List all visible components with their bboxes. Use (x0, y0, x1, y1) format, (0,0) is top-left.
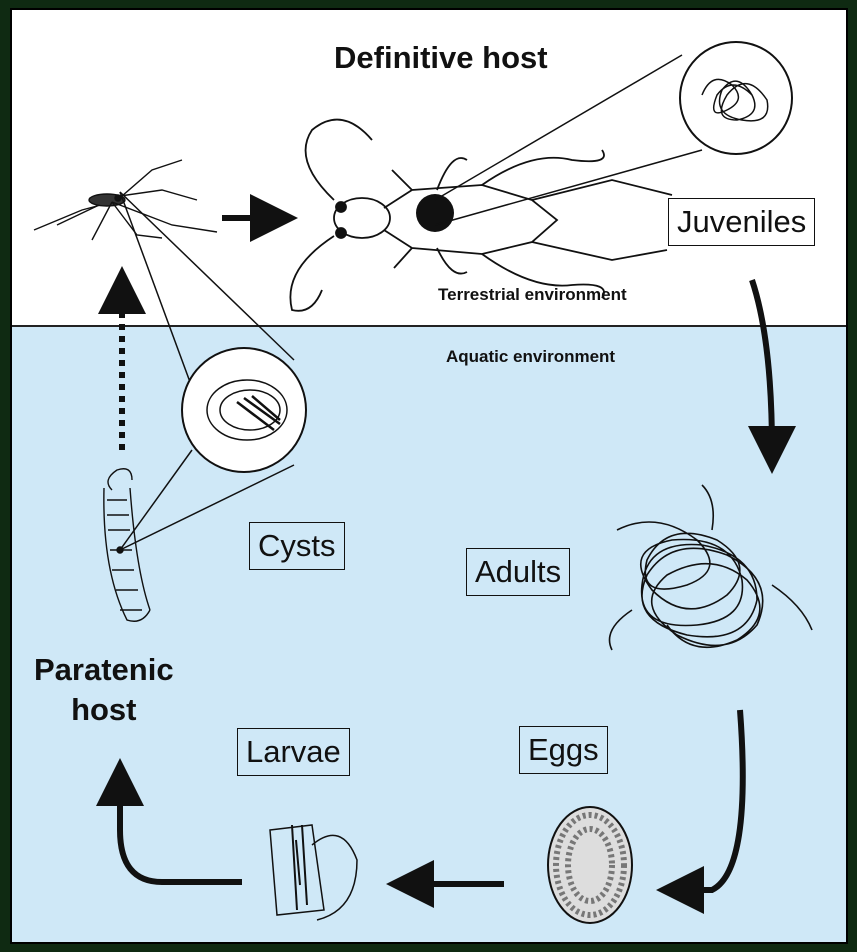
diagram-artwork (12, 10, 848, 944)
stage-cysts: Cysts (249, 522, 345, 570)
adult-worm-icon (610, 485, 813, 650)
terrestrial-label: Terrestrial environment (438, 285, 627, 305)
stage-juveniles: Juveniles (668, 198, 815, 246)
cyst-magnifier (120, 192, 306, 550)
paratenic-host-title: Paratenic host (34, 650, 174, 731)
cricket-icon (290, 120, 672, 311)
egg-icon (548, 807, 632, 923)
stage-adults: Adults (466, 548, 570, 596)
mosquito-icon (34, 160, 217, 240)
arrow-juveniles-to-adults (752, 280, 772, 450)
midge-larva-icon (104, 469, 150, 622)
aquatic-label: Aquatic environment (446, 347, 615, 367)
stage-eggs: Eggs (519, 726, 608, 774)
definitive-host-title: Definitive host (334, 40, 548, 76)
arrow-adults-to-eggs (680, 710, 743, 890)
arrow-larvae-to-paratenic (120, 782, 242, 882)
stage-larvae: Larvae (237, 728, 350, 776)
diagram-frame: Definitive host Terrestrial environment … (10, 8, 848, 944)
larva-icon (270, 825, 357, 920)
